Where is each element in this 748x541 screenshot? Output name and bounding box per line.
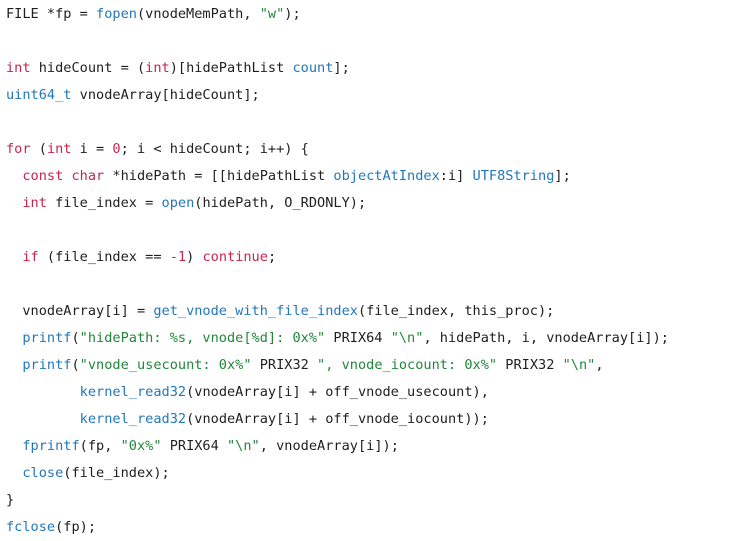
code-token-func: open xyxy=(161,195,195,211)
code-line: printf("vnode_usecount: 0x%" PRIX32 ", v… xyxy=(6,352,604,379)
code-token-func: kernel_read32 xyxy=(79,411,187,427)
code-token-string: "\n" xyxy=(562,357,596,373)
code-token-keyword: continue xyxy=(202,249,268,265)
code-token-func: get_vnode_with_file_index xyxy=(153,303,358,319)
code-line: close(file_index); xyxy=(6,460,170,487)
code-token-plain: vnodeArray[i] = xyxy=(6,303,154,319)
code-token-plain xyxy=(6,438,22,454)
code-token-number: -1 xyxy=(169,249,187,265)
code-token-plain: (vnodeArray[i] + off_vnode_iocount)); xyxy=(186,411,489,427)
code-line: const char *hidePath = [[hidePathList ob… xyxy=(6,163,571,190)
code-token-plain: ]; xyxy=(554,168,571,184)
code-token-func: UTF8String xyxy=(472,168,555,184)
code-token-string: "vnode_usecount: 0x%" xyxy=(79,357,252,373)
code-token-keyword: for xyxy=(6,141,31,157)
code-token-func: fprintf xyxy=(22,438,80,454)
code-token-plain: (file_index == xyxy=(38,249,170,265)
code-token-plain: (fp, xyxy=(79,438,121,454)
code-token-plain: (hidePath, O_RDONLY); xyxy=(194,195,367,211)
code-token-func: printf xyxy=(22,330,72,346)
code-line: fprintf(fp, "0x%" PRIX64 "\n", vnodeArra… xyxy=(6,433,399,460)
code-token-plain: (vnodeArray[i] + off_vnode_usecount), xyxy=(186,384,489,400)
code-token-plain xyxy=(6,195,22,211)
code-token-keyword: char xyxy=(71,168,105,184)
code-token-string: "\n" xyxy=(227,438,260,454)
code-token-plain xyxy=(6,249,22,265)
code-token-plain: (fp); xyxy=(55,519,97,535)
code-token-plain xyxy=(6,168,22,184)
code-token-keyword: int xyxy=(145,60,170,76)
code-token-keyword: if xyxy=(22,249,39,265)
code-line: printf("hidePath: %s, vnode[%d]: 0x%" PR… xyxy=(6,325,669,352)
code-token-plain: i = xyxy=(71,141,113,157)
code-token-func: fclose xyxy=(6,519,56,535)
code-token-plain: :i] xyxy=(439,168,473,184)
code-token-string: "\n" xyxy=(390,330,424,346)
code-token-plain: )[hidePathList xyxy=(169,60,293,76)
code-line: for (int i = 0; i < hideCount; i++) { xyxy=(6,136,309,163)
code-token-func: count xyxy=(292,60,334,76)
code-token-plain: ; i < hideCount; i++) { xyxy=(120,141,309,157)
code-token-plain: PRIX32 xyxy=(497,357,563,373)
code-token-string: "0x%" xyxy=(120,438,162,454)
code-token-func: objectAtIndex xyxy=(333,168,440,184)
code-token-keyword: int xyxy=(22,195,47,211)
code-token-plain xyxy=(6,465,22,481)
code-line: fclose(fp); xyxy=(6,514,96,541)
code-token-type: uint64_t xyxy=(6,87,72,103)
code-token-func: fopen xyxy=(96,6,137,22)
code-token-plain xyxy=(6,330,22,346)
code-token-plain: *hidePath = [[hidePathList xyxy=(104,168,334,184)
code-token-func: close xyxy=(22,465,64,481)
code-token-keyword: int xyxy=(46,141,72,157)
code-token-plain: PRIX64 xyxy=(325,330,391,346)
code-token-plain: FILE *fp = xyxy=(6,6,97,22)
code-token-plain xyxy=(6,357,22,373)
code-token-plain: ( xyxy=(30,141,47,157)
code-token-string: "hidePath: %s, vnode[%d]: 0x%" xyxy=(79,330,326,346)
code-token-plain: ) xyxy=(186,249,203,265)
code-token-plain: } xyxy=(6,492,15,508)
code-token-func: printf xyxy=(22,357,72,373)
code-line: int file_index = open(hidePath, O_RDONLY… xyxy=(6,190,366,217)
code-token-keyword: const xyxy=(22,168,64,184)
code-token-string: "w" xyxy=(259,6,285,22)
code-token-plain: PRIX32 xyxy=(251,357,318,373)
code-token-plain xyxy=(6,384,80,400)
code-token-plain: , xyxy=(595,357,604,373)
code-line: int hideCount = (int)[hidePathList count… xyxy=(6,55,350,82)
code-line: kernel_read32(vnodeArray[i] + off_vnode_… xyxy=(6,379,489,406)
code-token-string: ", vnode_iocount: 0x%" xyxy=(317,357,498,373)
code-token-plain: PRIX64 xyxy=(161,438,227,454)
code-token-plain: ; xyxy=(267,249,277,265)
code-line: vnodeArray[i] = get_vnode_with_file_inde… xyxy=(6,298,554,325)
code-token-plain: (file_index); xyxy=(63,465,170,481)
code-token-plain: , vnodeArray[i]); xyxy=(259,438,399,454)
code-token-plain: ( xyxy=(71,330,80,346)
code-token-plain: (file_index, this_proc); xyxy=(357,303,555,319)
code-token-func: kernel_read32 xyxy=(79,384,187,400)
code-token-plain: ); xyxy=(284,6,301,22)
code-line: uint64_t vnodeArray[hideCount]; xyxy=(6,82,260,109)
code-token-keyword: int xyxy=(6,60,31,76)
code-line: kernel_read32(vnodeArray[i] + off_vnode_… xyxy=(6,406,489,433)
code-token-number: 0 xyxy=(112,141,121,157)
code-token-plain: (vnodeMemPath, xyxy=(136,6,260,22)
code-token-plain: hideCount = ( xyxy=(30,60,146,76)
code-token-plain: file_index = xyxy=(46,195,162,211)
code-line: FILE *fp = fopen(vnodeMemPath, "w"); xyxy=(6,1,301,28)
code-line: if (file_index == -1) continue; xyxy=(6,244,276,271)
code-token-plain xyxy=(6,411,80,427)
code-token-plain: , hidePath, i, vnodeArray[i]); xyxy=(423,330,669,346)
code-token-plain: ( xyxy=(71,357,80,373)
code-block: FILE *fp = fopen(vnodeMemPath, "w"); int … xyxy=(6,0,748,537)
code-token-plain: ]; xyxy=(333,60,350,76)
code-line: } xyxy=(6,487,14,514)
code-token-plain: vnodeArray[hideCount]; xyxy=(71,87,260,103)
